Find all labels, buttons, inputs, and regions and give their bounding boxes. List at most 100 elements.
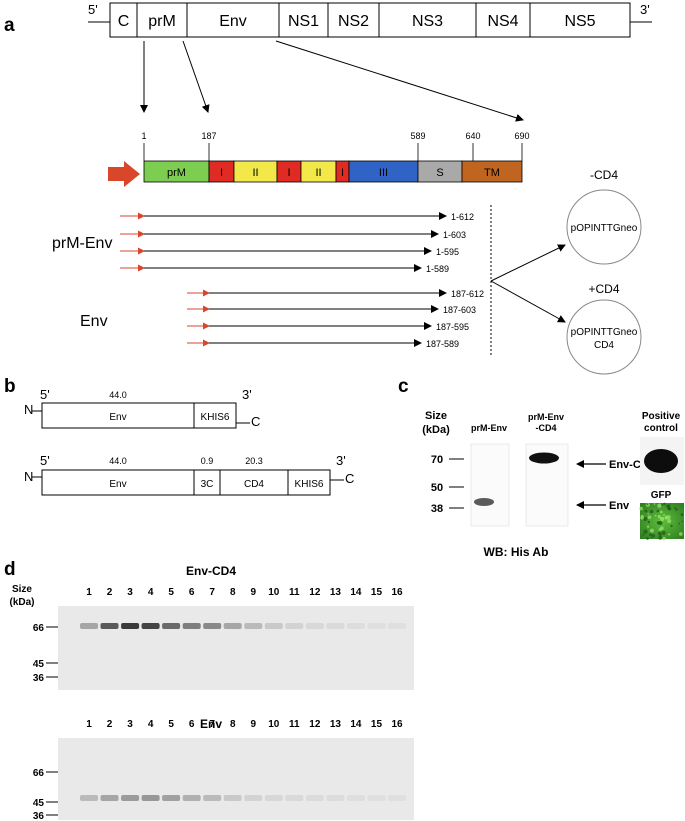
gel-lane-label: 14 — [350, 719, 362, 730]
b2-n-terminus: N — [24, 469, 33, 484]
gel-lane-label: 11 — [289, 587, 300, 598]
b1-n-terminus: N — [24, 402, 33, 417]
env-band-label: Env — [609, 500, 630, 512]
gel-band — [80, 623, 98, 629]
genome-segment-label: C — [118, 13, 130, 30]
gel-band — [305, 795, 324, 801]
plasmid-1-label: pOPINTTGneo — [571, 223, 638, 234]
b2-3c-kda: 0.9 — [201, 456, 214, 466]
b2-cd4-box — [219, 469, 289, 496]
gel-lane-label: 11 — [289, 719, 300, 730]
gfp-cell — [664, 518, 667, 520]
b2-cd4-label: CD4 — [244, 479, 264, 490]
positive-control-label-2: control — [644, 423, 678, 434]
gel-lane-label: 2 — [107, 587, 113, 598]
c-lane2-label-1: prM-Env — [528, 412, 564, 422]
construct-b1: N 5' Env 44.0 KHIS6 3' C — [24, 387, 260, 429]
gel-lane-label: 4 — [148, 587, 154, 598]
gel-band — [223, 623, 242, 629]
gel-band — [264, 795, 283, 801]
b2-5prime: 5' — [40, 453, 50, 468]
b2-c-terminus: C — [345, 471, 354, 486]
gel-band — [326, 795, 345, 801]
gfp-cell — [642, 533, 645, 536]
gel-band — [244, 795, 263, 801]
construct-b2: N 5' Env 44.0 3C 0.9 CD4 20.3 KHIS6 3' C — [24, 453, 354, 496]
gfp-cell — [679, 532, 683, 536]
genome-segment-ns4 — [475, 2, 531, 38]
panel-label-c: c — [398, 376, 409, 397]
gfp-cell — [668, 533, 671, 536]
genome-3prime: 3' — [640, 2, 650, 17]
minus-cd4-label: -CD4 — [590, 168, 618, 182]
domain-label: I — [341, 167, 344, 179]
b1-env-kda: 44.0 — [109, 390, 127, 400]
position-label: 589 — [410, 131, 425, 141]
b1-env-label: Env — [109, 412, 126, 423]
blot-band-env-cd4 — [529, 452, 559, 464]
gel-band — [141, 795, 160, 801]
gfp-cell — [667, 518, 672, 524]
gel-lane-label: 16 — [391, 587, 403, 598]
genome-segment-ns3 — [378, 2, 477, 38]
blot-marker-label: 70 — [431, 454, 443, 466]
genome-5prime: 5' — [88, 2, 98, 17]
gfp-cell — [654, 514, 657, 517]
gel-marker-label: 36 — [33, 673, 45, 684]
gel-marker-label: 66 — [33, 768, 45, 779]
gel-marker-label: 45 — [33, 798, 45, 809]
gfp-cell — [643, 529, 648, 534]
fragment-arrows: 1-6121-6031-5951-589187-612187-603187-59… — [120, 212, 484, 349]
fragment-label: 1-603 — [443, 230, 466, 240]
fragment-label: 187-603 — [443, 305, 476, 315]
map-arrow-env — [275, 40, 524, 122]
b2-env-label: Env — [109, 479, 126, 490]
gfp-cell — [643, 516, 648, 522]
gfp-cell — [649, 533, 652, 537]
gfp-cell — [651, 534, 656, 538]
gfp-cell — [675, 508, 678, 511]
plasmid-2-label-2: CD4 — [594, 340, 614, 351]
env-group-label: Env — [80, 313, 108, 330]
gfp-cell — [646, 537, 649, 540]
gel-lane-label: 2 — [107, 719, 113, 730]
domain-label: TM — [484, 167, 500, 179]
gfp-label: GFP — [651, 490, 672, 501]
b1-3prime: 3' — [242, 387, 252, 402]
western-blot-caption: WB: His Ab — [484, 545, 549, 559]
gel-band — [367, 795, 386, 801]
gel-background — [58, 606, 414, 690]
gel-band — [346, 623, 365, 629]
gfp-cell — [647, 525, 650, 528]
gfp-cell — [681, 520, 683, 523]
gel-band — [305, 623, 324, 629]
gfp-cell — [660, 517, 665, 521]
gel-lane-label: 15 — [371, 587, 383, 598]
domain-label: II — [315, 167, 321, 179]
gfp-cell — [640, 514, 644, 518]
arrow-to-plus-cd4 — [490, 280, 566, 323]
gel-band — [264, 623, 283, 629]
d-size-label-1: Size — [12, 584, 32, 595]
gfp-cell — [663, 513, 666, 516]
gfp-cell — [649, 509, 654, 514]
gel-band — [326, 623, 345, 629]
gel-lane-label: 8 — [230, 719, 236, 730]
gel-lane-label: 5 — [168, 719, 174, 730]
positive-control-band — [644, 449, 678, 473]
plus-cd4-label: +CD4 — [588, 282, 619, 296]
b1-tag-box — [193, 402, 237, 429]
b2-3c-label: 3C — [201, 479, 214, 490]
gfp-cell — [657, 503, 662, 508]
b2-tag-label: KHIS6 — [295, 479, 324, 490]
gfp-cell — [666, 515, 671, 519]
gel-marker-label: 45 — [33, 659, 45, 670]
gel-lane-label: 4 — [148, 719, 154, 730]
gfp-cell — [646, 503, 649, 506]
gel-marker-label: 36 — [33, 811, 45, 821]
c-lane1-label: prM-Env — [471, 423, 507, 433]
gel-background — [58, 738, 414, 820]
gel-band — [203, 795, 222, 801]
